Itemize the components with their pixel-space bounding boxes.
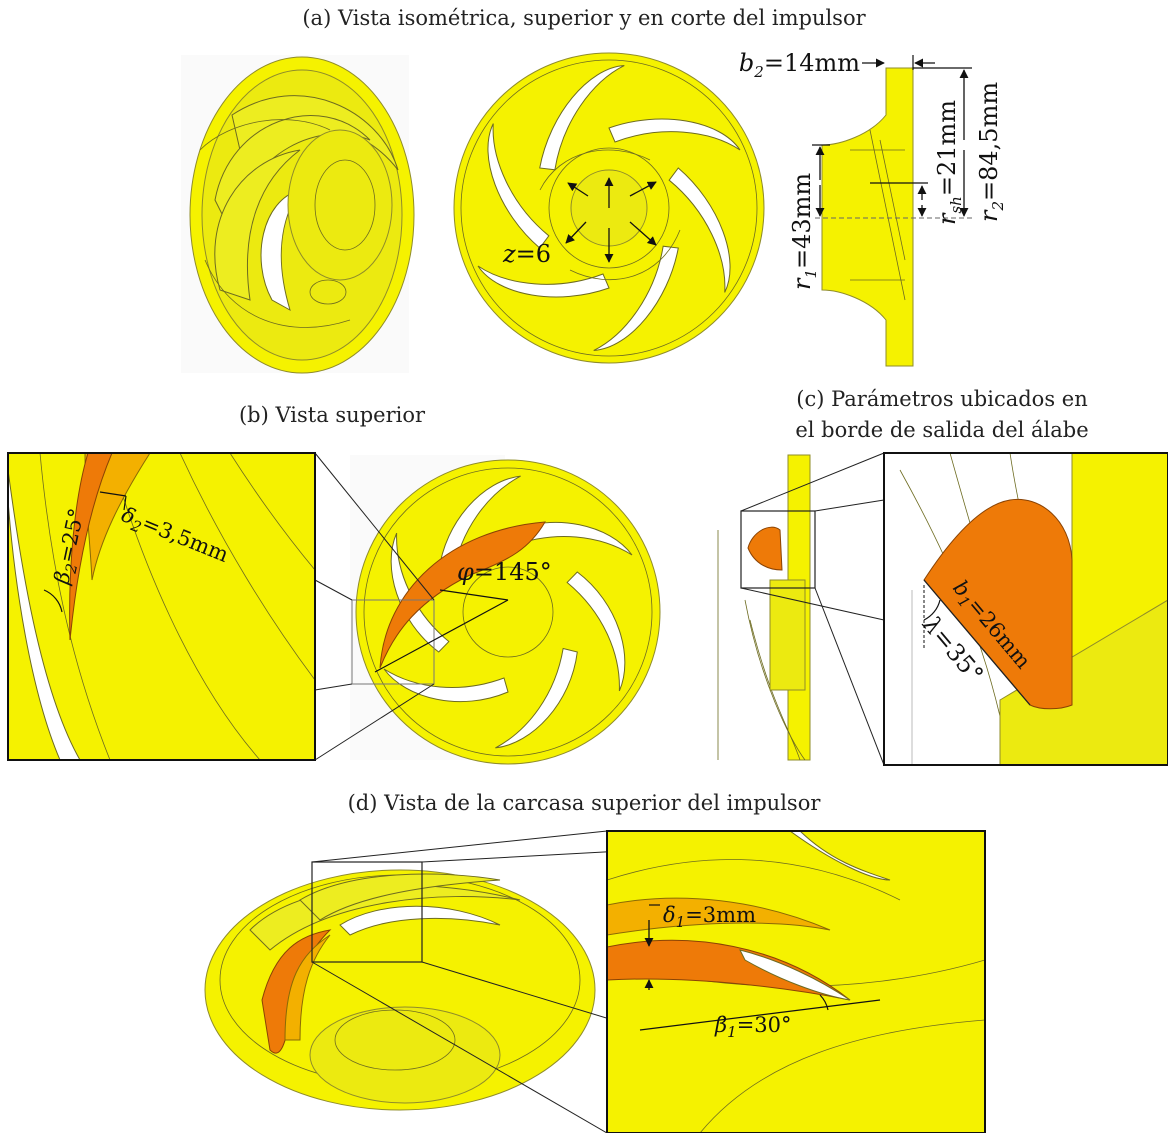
label-r2: r2=84,5mm [975,82,1007,222]
zoom-connector [311,830,608,863]
label-phi: φ=145° [457,558,552,586]
zoom-leading-edge [884,453,1168,765]
shroud-view-impeller [204,861,596,1111]
section-view-impeller: b2=14mm r1=43mm rsh=21mm r2=84,5mm [739,49,1007,367]
caption-d: (d) Vista de la carcasa superior del imp… [348,791,822,815]
zoom-connector [740,587,885,621]
radial-arrow [567,182,589,197]
radial-arrow [565,221,587,244]
radial-arrow [629,181,657,197]
label-z: z=6 [502,240,551,268]
zoom-connector [314,683,353,691]
caption-c-line2: el borde de salida del álabe [795,418,1088,442]
top-view-impeller: z=6 [453,52,765,364]
zoom-connector [311,961,608,1133]
isometric-impeller [181,55,415,374]
zoom-connector [314,579,353,601]
label-b2: b2=14mm [739,49,860,81]
zoom-trailing-edge [8,453,315,760]
caption-c-line1: (c) Parámetros ubicados en [796,387,1087,411]
caption-b: (b) Vista superior [239,403,426,427]
zoom-connector [740,452,885,512]
zoom-connector [814,587,885,766]
label-rsh: rsh=21mm [933,100,965,225]
caption-a: (a) Vista isométrica, superior y en cort… [302,6,866,30]
highlighted-blade [379,521,546,669]
top-view-blade-highlight: φ=145° [350,455,661,765]
side-view-impeller [717,454,816,761]
label-delta1: δ1=3mm [663,903,756,931]
zoom-connector [314,683,435,761]
zoom-connector [314,452,435,601]
zoom-connector [814,499,885,512]
label-r1: r1=43mm [788,173,820,290]
label-beta1: β1=30° [714,1013,792,1041]
zoom-inlet-edge [607,831,985,1133]
radial-arrow [629,221,657,246]
